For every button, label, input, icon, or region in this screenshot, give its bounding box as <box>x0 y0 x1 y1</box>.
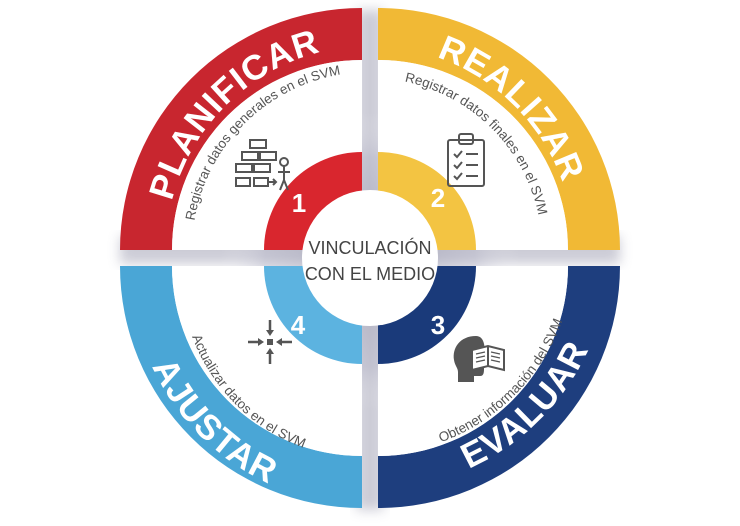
step-number-3: 3 <box>431 310 445 340</box>
outer-ring-realizar <box>378 8 620 250</box>
arrows-converge-icon <box>248 320 292 364</box>
step-number-2: 2 <box>431 183 445 213</box>
flowchart-person-icon <box>235 139 290 191</box>
center-title-line2: CON EL MEDIO <box>305 264 435 284</box>
outer-ring-ajustar <box>120 266 362 508</box>
step-number-4: 4 <box>291 310 306 340</box>
head-book-icon <box>453 336 505 382</box>
outer-ring-evaluar <box>378 266 620 508</box>
center-title-line1: VINCULACIÓN <box>308 237 431 258</box>
clipboard-checklist-icon <box>447 133 485 187</box>
outer-ring-planificar <box>120 8 362 250</box>
center-hub: VINCULACIÓN CON EL MEDIO <box>302 190 438 326</box>
step-number-1: 1 <box>292 188 306 218</box>
